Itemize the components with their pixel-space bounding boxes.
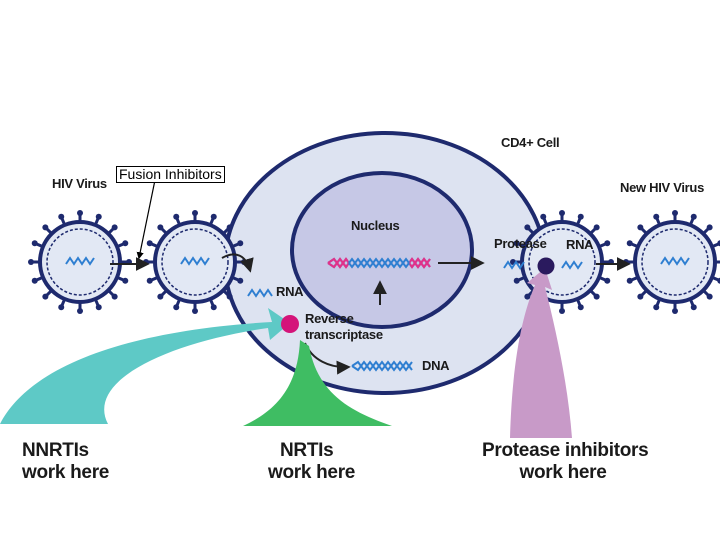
label-new-hiv-virus: New HIV Virus — [620, 180, 705, 195]
rna-strand-protease-right — [561, 260, 583, 270]
reverse-transcriptase-dot — [281, 315, 299, 333]
protease-inhibitor-arrow — [510, 268, 572, 438]
protease-dot — [537, 257, 555, 275]
new-hiv-virus — [623, 210, 720, 314]
label-reverse: Reverse — [305, 311, 354, 326]
nucleus — [290, 171, 474, 329]
dna-strand-cytoplasm — [351, 360, 413, 372]
label-nucleus: Nucleus — [351, 218, 400, 233]
protease-inhibitors-line2: work here — [519, 462, 607, 483]
arrow-entry — [221, 253, 254, 273]
hiv-virus-budding — [510, 210, 614, 314]
hiv-virus-fusing — [143, 210, 247, 314]
protease-inhibitors-line1: Protease inhibitors — [482, 440, 649, 461]
nnrtis-line1: NNRTIs — [22, 440, 89, 461]
label-rna-left: RNA — [276, 284, 304, 299]
rna-strand-cell — [247, 288, 273, 298]
nnrti-arrow — [0, 308, 290, 424]
label-nrtis: NRTIs work here — [268, 440, 355, 484]
label-cd4-cell: CD4+ Cell — [501, 135, 560, 150]
nrti-arrow — [243, 340, 392, 426]
flow-arrows — [110, 253, 631, 375]
dna-strand-nucleus — [327, 257, 431, 269]
rna-strand-protease-left — [503, 260, 525, 270]
hiv-virus-left — [28, 210, 132, 314]
nnrtis-line2: work here — [22, 462, 110, 483]
nrtis-line1: NRTIs — [280, 440, 334, 461]
label-rna-right: RNA — [566, 237, 594, 252]
label-transcriptase: transcriptase — [305, 327, 383, 342]
label-fusion-inhibitors: Fusion Inhibitors — [116, 166, 225, 183]
fusion-pointer-line — [136, 179, 156, 260]
label-protease: Protease — [494, 236, 547, 251]
nrtis-line2: work here — [268, 462, 356, 483]
label-protease-inhibitors: Protease inhibitors work here — [482, 440, 649, 484]
label-dna: DNA — [422, 358, 450, 373]
label-hiv-virus: HIV Virus — [52, 176, 107, 191]
label-nnrtis: NNRTIs work here — [22, 440, 109, 484]
